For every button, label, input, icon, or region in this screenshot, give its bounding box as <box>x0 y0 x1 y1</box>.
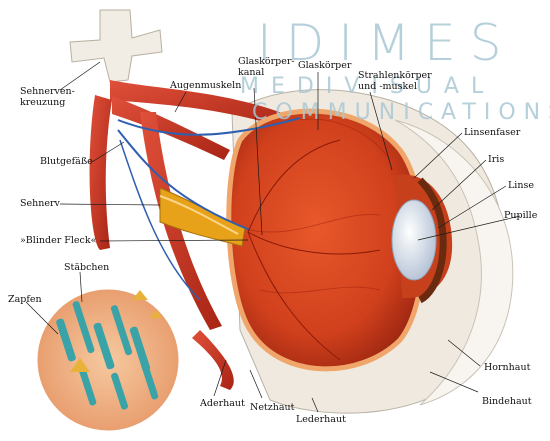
label-sehnerv: Sehnerv <box>20 198 60 209</box>
label-staebchen: Stäbchen <box>64 262 110 273</box>
label-lederhaut: Lederhaut <box>296 414 346 425</box>
label-augenmuskeln: Augenmuskeln <box>170 80 242 91</box>
label-pupille: Pupille <box>504 210 538 221</box>
label-sehnervenkreuzung: Sehnerven- kreuzung <box>20 86 75 108</box>
label-hornhaut: Hornhaut <box>484 362 531 373</box>
optic-chiasm <box>69 9 163 83</box>
front-segment <box>391 174 453 304</box>
label-bindehaut: Bindehaut <box>482 396 532 407</box>
label-linse: Linse <box>508 180 534 191</box>
retina-magnified-circle <box>34 286 182 434</box>
watermark-line-2: COMMUNICATIONS <box>252 100 550 125</box>
vitreous-body <box>226 108 426 372</box>
rods-and-cones <box>56 290 162 410</box>
watermark-logo: IDIMES <box>257 14 516 72</box>
blood-vessels <box>117 117 381 361</box>
optic-nerve <box>159 187 246 247</box>
label-glaskoerperkanal: Glaskörper- kanal <box>238 56 295 78</box>
label-blinder-fleck: »Blinder Fleck« <box>20 235 97 246</box>
label-linsenfaser: Linsenfaser <box>464 127 521 138</box>
eye-muscles <box>89 80 300 390</box>
label-zapfen: Zapfen <box>8 294 42 305</box>
lens-shape <box>391 199 437 281</box>
label-glaskoerper: Glaskörper <box>298 60 352 71</box>
watermark-line-1: MEDIVISUAL <box>240 74 496 99</box>
label-blutgefaesse: Blutgefäße <box>40 156 93 167</box>
label-strahlenkoerper: Strahlenkörper und -muskel <box>358 70 432 92</box>
label-iris: Iris <box>488 154 505 165</box>
leader-lines <box>25 61 521 413</box>
label-aderhaut: Aderhaut <box>200 398 245 409</box>
label-netzhaut: Netzhaut <box>250 402 295 413</box>
